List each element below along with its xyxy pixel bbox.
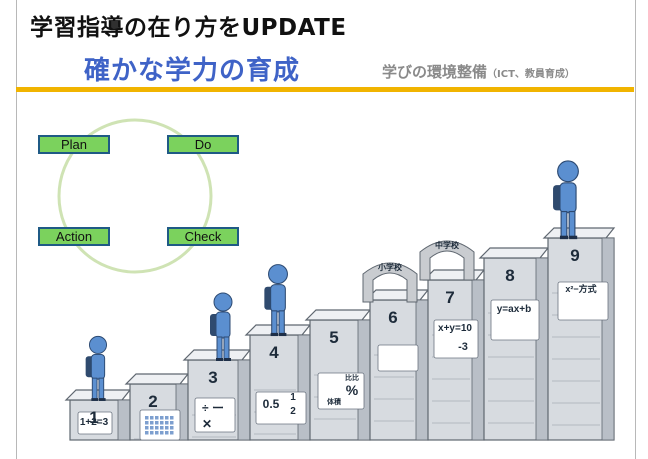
math-tile xyxy=(433,319,479,359)
step-number: 1 xyxy=(89,408,98,427)
math-tile xyxy=(77,411,113,435)
step-number: 4 xyxy=(269,343,279,362)
step-number: 5 xyxy=(329,328,338,347)
side-subtitle-text: 学びの環境整備 xyxy=(382,63,488,81)
math-tile xyxy=(317,372,365,410)
step-8-eq: y=ax+b xyxy=(497,304,531,315)
pdca-action: Action xyxy=(38,227,110,246)
math-tile xyxy=(557,281,609,321)
step-4-fraction-num: 1 xyxy=(290,392,296,403)
junior-high-gate: 中学校 xyxy=(419,240,475,281)
main-subtitle: 確かな学力の育成 xyxy=(84,56,301,86)
student-step-1 xyxy=(85,335,108,401)
math-tile xyxy=(490,299,540,341)
step-9-eq: x²−方式 xyxy=(565,283,596,294)
student-step-9 xyxy=(553,160,579,240)
side-subtitle-note: （ICT、教員育成） xyxy=(487,69,575,80)
accent-rule xyxy=(16,87,634,92)
step-4-fraction-den: 2 xyxy=(290,406,296,417)
students xyxy=(85,160,579,401)
step-7-neg: -3 xyxy=(458,341,468,353)
step-number: 3 xyxy=(208,368,217,387)
step-9 xyxy=(542,227,616,441)
student-step-4 xyxy=(264,264,288,337)
side-subtitle: 学びの環境整備（ICT、教員育成） xyxy=(382,61,575,82)
step-7-eq: x+y=10 xyxy=(438,323,472,334)
step-number: 9 xyxy=(570,246,579,265)
step-number: 6 xyxy=(388,308,397,327)
slide-title: 学習指導の在り方をUPDATE xyxy=(30,15,347,41)
stairs xyxy=(64,227,616,441)
math-tile xyxy=(139,409,181,441)
step-labels: 1 2 3 4 5 6 7 8 9 1+2=3 ÷ ー ✕ 0.5 1 2% 体積 比比 x+y=10 -3 y=ax… xyxy=(80,246,597,431)
pdca-do: Do xyxy=(167,135,239,154)
math-tile xyxy=(194,397,236,433)
grid-icon xyxy=(145,416,174,435)
step-number: 8 xyxy=(505,266,514,285)
step-1-math: 1+2=3 xyxy=(80,417,109,428)
cycle-ring xyxy=(57,118,213,274)
school-gates: 小学校 中学校 xyxy=(362,240,475,303)
step-3-math-2: ✕ xyxy=(202,417,212,431)
step-5-ratio: 比比 xyxy=(345,373,359,382)
math-tile xyxy=(377,344,419,372)
pdca-plan: Plan xyxy=(38,135,110,154)
step-number: 7 xyxy=(445,288,454,307)
student-step-3 xyxy=(210,292,233,361)
step-3-math: ÷ ー xyxy=(202,401,224,415)
step-5-volume: 体積 xyxy=(327,397,342,406)
junior-high-gate-label: 中学校 xyxy=(435,240,460,250)
elementary-gate-label: 小学校 xyxy=(377,262,403,272)
step-5-math: % xyxy=(346,382,359,398)
pdca-check: Check xyxy=(167,227,239,246)
elementary-gate: 小学校 xyxy=(362,262,418,303)
math-tile xyxy=(255,391,307,425)
step-7 xyxy=(422,269,486,441)
step-number: 2 xyxy=(148,392,157,411)
step-4-math: 0.5 xyxy=(263,397,280,411)
